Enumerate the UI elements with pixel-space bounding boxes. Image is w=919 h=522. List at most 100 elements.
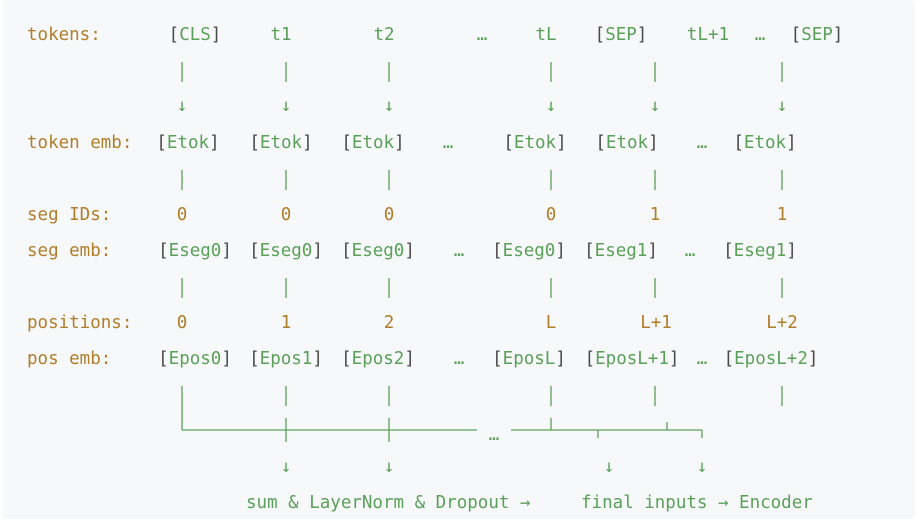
close-bracket: ] [668, 349, 680, 369]
seg-emb-ellipsis-2: … [684, 241, 696, 261]
arrow-tok-5: ↓ [776, 96, 788, 116]
seg-emb-1: [Eseg0] [249, 241, 323, 261]
seg-emb-2-label: Eseg0 [351, 241, 405, 261]
pos-emb-4-label: EposL+1 [595, 349, 669, 369]
position-4: L+1 [640, 313, 672, 333]
token-emb-4-label: Etok [605, 133, 649, 153]
position-0: 0 [176, 313, 188, 333]
token-emb-ellipsis: … [442, 133, 454, 153]
seg-id-5: 1 [776, 205, 788, 225]
seg-emb-0-label: Eseg0 [168, 241, 222, 261]
row-label-pos-emb: pos emb: [27, 349, 112, 369]
open-bracket: [ [595, 133, 606, 153]
open-bracket: [ [249, 241, 260, 261]
open-bracket: [ [158, 349, 169, 369]
token-cls: [CLS] [169, 25, 222, 45]
seg-emb-5-label: Eseg1 [733, 241, 787, 261]
close-bracket: ] [404, 241, 415, 261]
open-bracket: [ [341, 133, 352, 153]
close-bracket: ] [209, 133, 220, 153]
token-emb-0-label: Etok [166, 133, 210, 153]
close-bracket: ] [302, 133, 313, 153]
pos-emb-2: [Epos2] [341, 349, 415, 369]
arrow-tok-2: ↓ [383, 96, 395, 116]
close-bracket: ] [636, 25, 648, 45]
pos-emb-5: [EposL+2] [724, 349, 819, 369]
open-bracket: [ [594, 25, 606, 45]
token-sep-1-label: SEP [605, 25, 637, 45]
close-bracket: ] [832, 25, 844, 45]
seg-id-3: 0 [545, 205, 557, 225]
arrow-tok-4: ↓ [649, 96, 661, 116]
token-tl: tL [535, 25, 557, 45]
open-bracket: [ [790, 25, 802, 45]
seg-emb-2: [Eseg0] [341, 241, 415, 261]
token-t1: t1 [270, 25, 292, 45]
open-bracket: [ [492, 349, 503, 369]
row-label-tokens: tokens: [27, 25, 101, 45]
open-bracket: [ [168, 25, 180, 45]
close-bracket: ] [394, 133, 405, 153]
open-bracket: [ [733, 133, 744, 153]
close-bracket: ] [404, 349, 415, 369]
close-bracket: ] [648, 133, 659, 153]
token-emb-ellipsis-2: … [696, 133, 708, 153]
close-bracket: ] [210, 25, 222, 45]
open-bracket: [ [584, 349, 596, 369]
open-bracket: [ [156, 133, 167, 153]
seg-emb-1-label: Eseg0 [259, 241, 313, 261]
close-bracket: ] [312, 349, 323, 369]
arrow-out-1: ↓ [383, 457, 395, 477]
tokens-ellipsis: … [476, 25, 488, 45]
pos-emb-2-label: Epos2 [351, 349, 405, 369]
open-bracket: [ [249, 133, 260, 153]
row-label-token-emb: token emb: [27, 133, 133, 153]
token-sep-2: [SEP] [791, 25, 844, 45]
close-bracket: ] [556, 133, 567, 153]
token-emb-2: [Etok] [341, 133, 404, 153]
pos-emb-4: [EposL+1] [585, 349, 680, 369]
close-bracket: ] [807, 349, 819, 369]
pos-emb-1-label: Epos1 [259, 349, 313, 369]
token-emb-2-label: Etok [351, 133, 395, 153]
pos-emb-3: [EposL] [492, 349, 566, 369]
token-emb-5-label: Etok [743, 133, 787, 153]
open-bracket: [ [249, 349, 260, 369]
pos-emb-0-label: Epos0 [168, 349, 222, 369]
position-3: L [545, 313, 557, 333]
pos-emb-ellipsis: … [453, 349, 465, 369]
seg-id-1: 0 [280, 205, 292, 225]
token-sep-2-label: SEP [801, 25, 833, 45]
token-emb-1: [Etok] [249, 133, 312, 153]
pos-emb-3-label: EposL [502, 349, 556, 369]
seg-emb-4-label: Eseg1 [594, 241, 648, 261]
open-bracket: [ [584, 241, 595, 261]
close-bracket: ] [312, 241, 323, 261]
token-emb-4: [Etok] [595, 133, 658, 153]
row-label-seg-emb: seg emb: [27, 241, 112, 261]
position-5: L+2 [766, 313, 798, 333]
token-emb-0: [Etok] [156, 133, 219, 153]
open-bracket: [ [492, 241, 503, 261]
token-emb-5: [Etok] [733, 133, 796, 153]
open-bracket: [ [723, 241, 734, 261]
arrow-tok-0: ↓ [176, 96, 188, 116]
seg-id-2: 0 [383, 205, 395, 225]
footer-sum-text: sum & LayerNorm & Dropout → [246, 493, 531, 513]
seg-emb-4: [Eseg1] [584, 241, 658, 261]
token-t2: t2 [373, 25, 395, 45]
close-bracket: ] [647, 241, 658, 261]
arrow-out-2: ↓ [603, 457, 615, 477]
open-bracket: [ [158, 241, 169, 261]
token-tl-plus-1: tL+1 [686, 25, 730, 45]
close-bracket: ] [221, 349, 232, 369]
pos-emb-0: [Epos0] [158, 349, 232, 369]
footer-final-text: final inputs → Encoder [581, 493, 813, 513]
close-bracket: ] [786, 133, 797, 153]
pos-emb-ellipsis-2: … [696, 349, 708, 369]
arrow-out-0: ↓ [280, 457, 292, 477]
token-sep-1: [SEP] [595, 25, 648, 45]
close-bracket: ] [786, 241, 797, 261]
pos-emb-1: [Epos1] [249, 349, 323, 369]
